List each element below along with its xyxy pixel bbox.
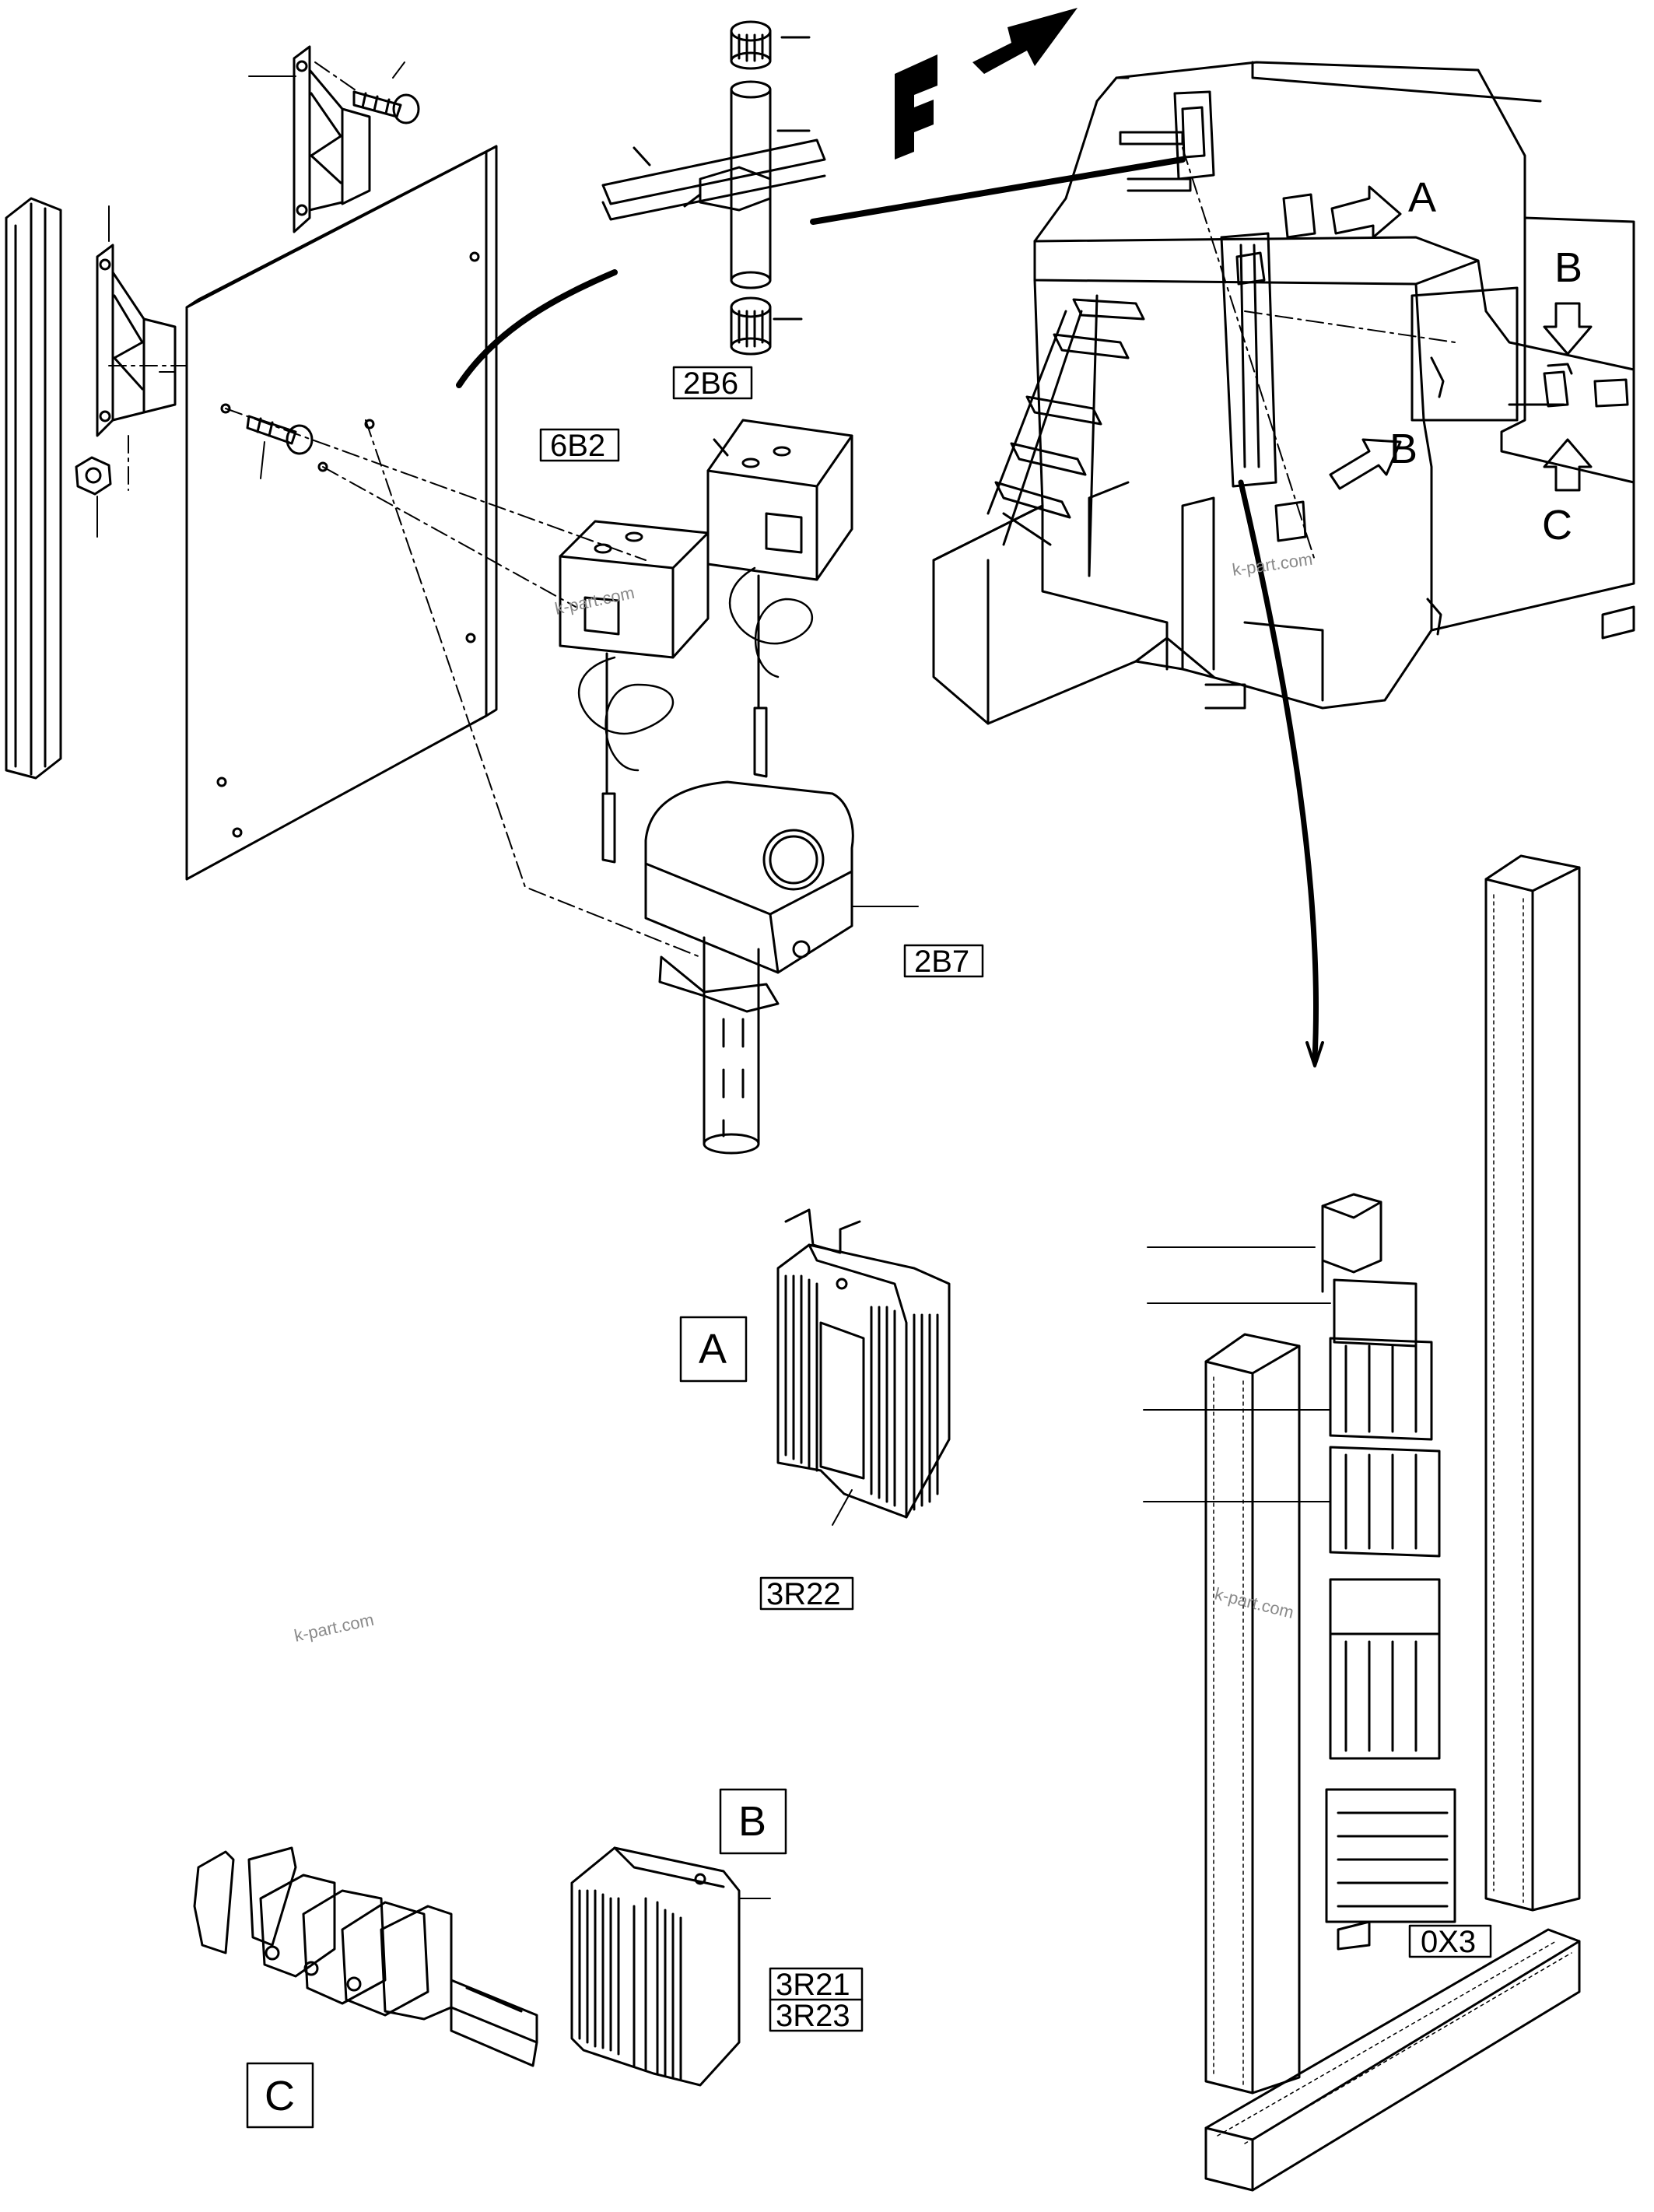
callout-c-door: C (1542, 502, 1572, 549)
pipe-sensor-assembly (601, 20, 826, 356)
label-6b2: 6B2 (550, 429, 605, 463)
detail-c-label: C (265, 2073, 295, 2119)
direction-indicator-f (895, 8, 1078, 160)
thermostat-with-probe (644, 780, 919, 1155)
mounting-bracket-lower (96, 244, 177, 437)
machine-housing (932, 61, 1635, 725)
heater-3r22 (776, 1208, 951, 1526)
pressure-switch-right (706, 419, 853, 778)
screw-upper (352, 90, 420, 124)
din-rail-vertical (5, 197, 62, 780)
label-3r21: 3R21 (776, 1968, 850, 2002)
watermark-4: k-part.com (1213, 1584, 1296, 1622)
cable-duct-horizontal (1204, 1928, 1581, 2192)
label-3r23: 3R23 (776, 1999, 850, 2033)
label-0x3: 0X3 (1421, 1925, 1476, 1959)
label-2b7: 2B7 (914, 945, 969, 979)
terminal-block-set (193, 1846, 538, 2067)
label-2b6: 2B6 (683, 366, 738, 401)
heater-3r21-3r23 (570, 1846, 771, 2087)
terminal-strip-0x3 (1143, 1193, 1456, 1951)
cable-duct-right (1484, 854, 1581, 1912)
label-3r22: 3R22 (766, 1577, 841, 1611)
callout-b-door: B (1554, 244, 1582, 291)
screw-plate (246, 415, 314, 455)
watermark-2: k-part.com (1231, 549, 1313, 580)
mounting-bracket-upper (293, 45, 371, 233)
cable-duct-left (1204, 1333, 1301, 2095)
pressure-switch-left (559, 520, 710, 864)
callout-b-main: B (1389, 426, 1417, 472)
watermark-1: k-part.com (553, 583, 636, 619)
watermark-3: k-part.com (293, 1610, 376, 1646)
detail-a-label: A (699, 1326, 727, 1372)
detail-b-label: B (738, 1798, 766, 1845)
hex-nut (75, 456, 112, 496)
mounting-plate (185, 145, 498, 881)
callout-a-main: A (1408, 174, 1436, 221)
